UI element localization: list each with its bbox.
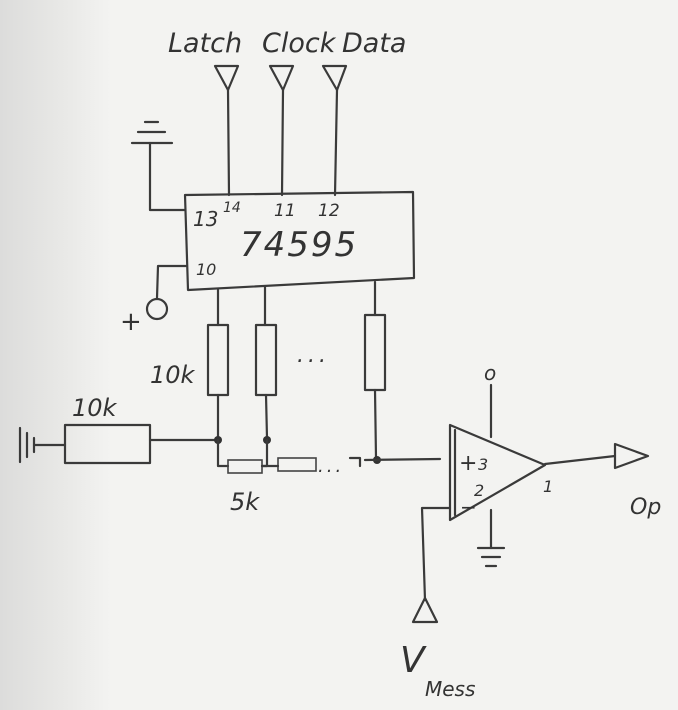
opamp-pin-1: 1: [543, 477, 553, 496]
data-label: Data: [342, 28, 406, 59]
resistor-10k-label: 10k: [150, 361, 196, 389]
latch-label: Latch: [168, 28, 242, 59]
output-label: Op: [630, 495, 661, 520]
ground-icon-left: [18, 426, 36, 464]
clock-wire: [280, 88, 285, 197]
vcc-terminal: [145, 297, 169, 321]
resistor-ellipsis-lower: ...: [318, 456, 344, 477]
resistor-10k-2: [254, 323, 278, 397]
resistor-10k-n: [363, 313, 387, 392]
paper-shadow: [0, 0, 110, 710]
opamp-triangle: [448, 423, 547, 522]
pin-14-label: 14: [223, 200, 241, 216]
vmess-arrow-icon: [411, 596, 439, 624]
pin-10-label: 10: [196, 260, 216, 279]
resistor-ellipsis-upper: ...: [297, 343, 330, 368]
resistor-5k-label: 5k: [230, 488, 260, 516]
vcc-plus-label: +: [120, 307, 142, 337]
r2-bottom-wire: [264, 393, 269, 440]
ic-part-number: 74595: [240, 225, 358, 265]
ladder-drop-1: [216, 438, 230, 468]
pin10-wire: [155, 264, 188, 300]
vmess-v-label: V: [400, 640, 427, 681]
latch-arrow-icon: [213, 64, 240, 92]
opamp-plus-sign: +: [459, 451, 477, 476]
clock-arrow-icon: [268, 64, 295, 92]
vmess-sub-label: Mess: [425, 677, 475, 701]
clock-label: Clock: [262, 28, 337, 59]
ground-icon-opamp: [476, 546, 506, 568]
data-arrow-icon: [321, 64, 348, 92]
resistor-10k-ground-label: 10k: [72, 394, 118, 422]
opamp-pin-2: 2: [474, 481, 484, 500]
resistor-5k-2: [277, 457, 317, 472]
ground-icon-top: [130, 120, 174, 145]
output-wire: [543, 454, 617, 466]
ic-74595-body: [183, 190, 416, 292]
pin-11-label: 11: [274, 201, 296, 221]
pin-12-label: 12: [318, 201, 340, 221]
opamp-top-node: o: [484, 361, 496, 385]
pin-13-label: 13: [193, 207, 218, 231]
resistor-5k-1: [227, 459, 263, 474]
node-to-opamp-wire: [363, 457, 442, 462]
data-wire: [333, 88, 339, 197]
latch-wire: [226, 88, 231, 197]
resistor-10k-1: [206, 323, 230, 397]
series-wire-end: [348, 456, 362, 468]
output-arrow-icon: [613, 442, 650, 470]
opamp-minus-sign: −: [460, 495, 477, 519]
pin13-ground-wire: [148, 141, 187, 212]
rn-bottom-wire: [373, 388, 378, 460]
opamp-pin-3: 3: [478, 455, 488, 474]
vmess-wire: [420, 506, 452, 602]
resistor-10k-ground: [63, 423, 152, 465]
